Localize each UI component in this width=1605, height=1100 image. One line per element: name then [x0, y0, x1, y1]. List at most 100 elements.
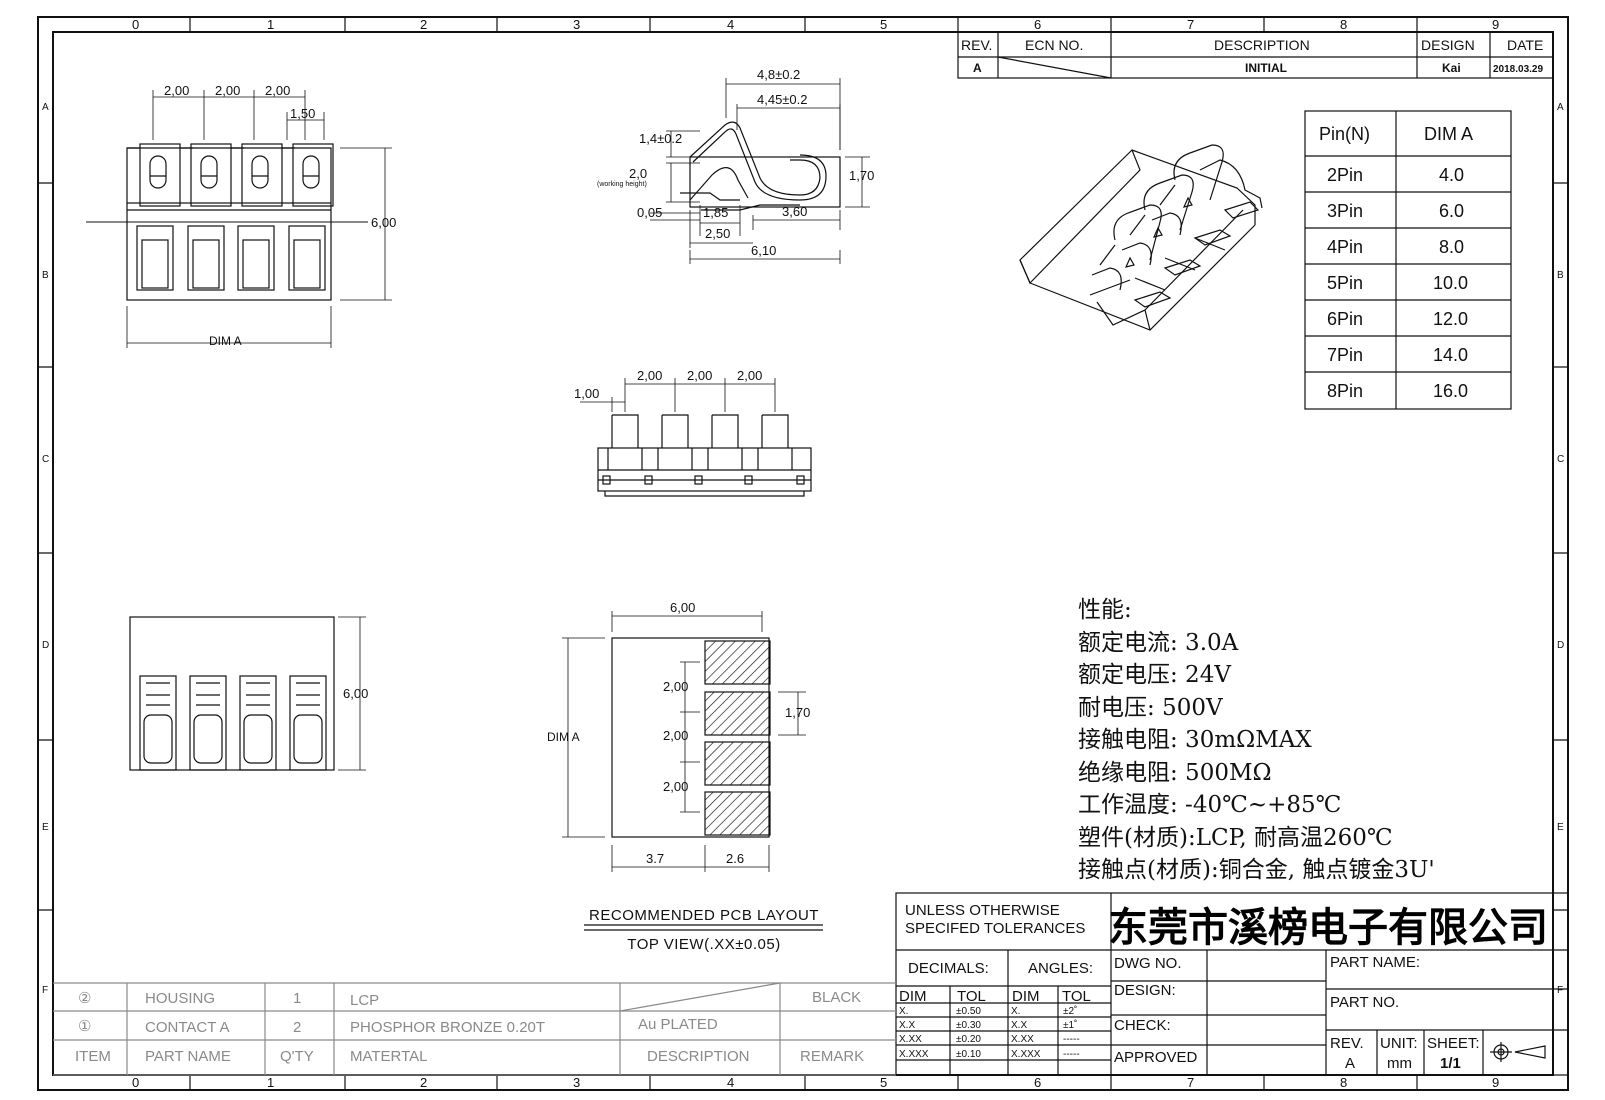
zone-top-1: 1: [267, 17, 274, 32]
design-label: DESIGN:: [1114, 982, 1176, 999]
sheet-label: SHEET:: [1427, 1035, 1480, 1052]
side-dim-8: 3,60: [782, 204, 807, 219]
pin-row-1-pin: 2Pin: [1327, 165, 1363, 185]
row-left-e: E: [42, 822, 49, 833]
pcb-dim-pad: 1,70: [785, 705, 810, 720]
side-view: [650, 78, 870, 264]
rev-header: REV.: [961, 37, 992, 53]
pcb-dim-right: 2.6: [726, 851, 744, 866]
ang-row-3-tol: -----: [1063, 1034, 1080, 1045]
ang-dim-header: DIM: [1012, 988, 1040, 1005]
row-right-e: E: [1557, 822, 1564, 833]
row-right-d: D: [1557, 640, 1564, 651]
top-dim-slot: 1,50: [290, 106, 315, 121]
top-dim-pitch-2: 2,00: [215, 83, 240, 98]
rev-label: REV.: [1330, 1035, 1364, 1052]
dec-row-1-dim: X.: [899, 1006, 908, 1017]
angles-label: ANGLES:: [1028, 960, 1093, 977]
pin-row-5-dim: 12.0: [1433, 309, 1468, 329]
description-header: DESCRIPTION: [1214, 37, 1310, 53]
connector-3d-view: [1019, 144, 1263, 331]
dec-row-4-tol: ±0.10: [956, 1049, 981, 1060]
pcb-layout-subtitle: TOP VIEW(.XX±0.05): [627, 936, 781, 953]
bom-table: [53, 982, 896, 1076]
design-header: DESIGN: [1421, 37, 1475, 53]
zone-top-7: 7: [1187, 17, 1194, 32]
bom-row-1-material: LCP: [350, 992, 379, 1009]
pcb-dim-width: 6,00: [670, 600, 695, 615]
top-dim-height: 6,00: [371, 215, 396, 230]
date-header: DATE: [1507, 37, 1543, 53]
row-left-b: B: [42, 270, 49, 281]
company-name: 东莞市溪榜电子有限公司: [1108, 905, 1548, 951]
zone-top-0: 0: [132, 17, 139, 32]
zone-bottom-6: 6: [1034, 1075, 1041, 1090]
zone-top-8: 8: [1340, 17, 1347, 32]
pin-row-3-dim: 8.0: [1439, 237, 1464, 257]
side-dim-9: 2,50: [705, 226, 730, 241]
row-right-c: C: [1557, 454, 1564, 465]
zone-bottom-1: 1: [267, 1075, 274, 1090]
pin-row-2-pin: 3Pin: [1327, 201, 1363, 221]
pin-row-5-pin: 6Pin: [1327, 309, 1363, 329]
zone-bottom-3: 3: [573, 1075, 580, 1090]
row-left-c: C: [42, 454, 49, 465]
unit-label: UNIT:: [1380, 1035, 1418, 1052]
row-left-f: F: [42, 985, 48, 996]
tolerance-note-2: SPECIFED TOLERANCES: [905, 920, 1085, 937]
spec-operating-temperature: 工作温度: -40℃~+85℃: [1078, 792, 1342, 818]
zone-bottom-4: 4: [727, 1075, 734, 1090]
dec-row-1-tol: ±0.50: [956, 1006, 981, 1017]
side-dim-6: 0,05: [637, 205, 662, 220]
front-dim-pitch-1: 2,00: [637, 368, 662, 383]
spec-contact-material: 接触点(材质):铜合金, 触点镀金3U': [1078, 857, 1435, 883]
zone-bottom-8: 8: [1340, 1075, 1347, 1090]
dec-tol-header: TOL: [957, 988, 986, 1005]
bom-row-1-item: ②: [78, 990, 91, 1007]
pin-row-3-pin: 4Pin: [1327, 237, 1363, 257]
front-dim-offset: 1,00: [574, 386, 599, 401]
pin-row-7-dim: 16.0: [1433, 381, 1468, 401]
bom-row-2-item: ①: [78, 1018, 91, 1035]
ang-row-4-dim: X.XXX: [1011, 1049, 1041, 1060]
title-block: [895, 892, 1569, 1076]
design-value: Kai: [1442, 61, 1461, 75]
spec-rated-current: 额定电流: 3.0A: [1078, 629, 1239, 656]
row-left-d: D: [42, 640, 49, 651]
side-dim-7: 1,85: [703, 205, 728, 220]
dwg-no-label: DWG NO.: [1114, 955, 1182, 972]
ang-tol-header: TOL: [1062, 988, 1091, 1005]
pin-table: [1304, 110, 1512, 410]
row-right-f: F: [1557, 985, 1563, 996]
row-right-b: B: [1557, 270, 1564, 281]
rev-value: A: [973, 61, 982, 75]
zone-bottom-7: 7: [1187, 1075, 1194, 1090]
approved-label: APPROVED: [1114, 1049, 1198, 1066]
zone-bottom-9: 9: [1492, 1075, 1499, 1090]
pcb-dim-pitch-2: 2,00: [663, 728, 688, 743]
pcb-dim-pitch-1: 2,00: [663, 679, 688, 694]
dec-row-2-dim: X.X: [899, 1020, 915, 1031]
zone-top-9: 9: [1492, 17, 1499, 32]
pin-table-header-pin: Pin(N): [1319, 124, 1370, 144]
ecn-header: ECN NO.: [1025, 37, 1083, 53]
row-right-a: A: [1557, 102, 1564, 113]
front-dim-pitch-3: 2,00: [737, 368, 762, 383]
bom-row-2-qty: 2: [293, 1019, 301, 1036]
pin-row-7-pin: 8Pin: [1327, 381, 1363, 401]
spec-housing-material: 塑件(材质):LCP, 耐高温260℃: [1078, 824, 1393, 851]
pcb-layout-title: RECOMMENDED PCB LAYOUT: [589, 907, 819, 924]
zone-top-3: 3: [573, 17, 580, 32]
decimals-label: DECIMALS:: [908, 960, 989, 977]
top-dim-pitch-1: 2,00: [164, 83, 189, 98]
date-value: 2018.03.29: [1493, 64, 1543, 75]
spec-withstand-voltage: 耐电压: 500V: [1078, 694, 1223, 721]
bom-header-qty: Q'TY: [280, 1048, 314, 1065]
side-dim-5: 1,70: [849, 168, 874, 183]
bom-header-remark: REMARK: [800, 1048, 864, 1065]
top-view: [86, 90, 392, 348]
rev-value: A: [1345, 1055, 1355, 1072]
pcb-dim-length: DIM A: [547, 730, 580, 744]
pin-row-1-dim: 4.0: [1439, 165, 1464, 185]
